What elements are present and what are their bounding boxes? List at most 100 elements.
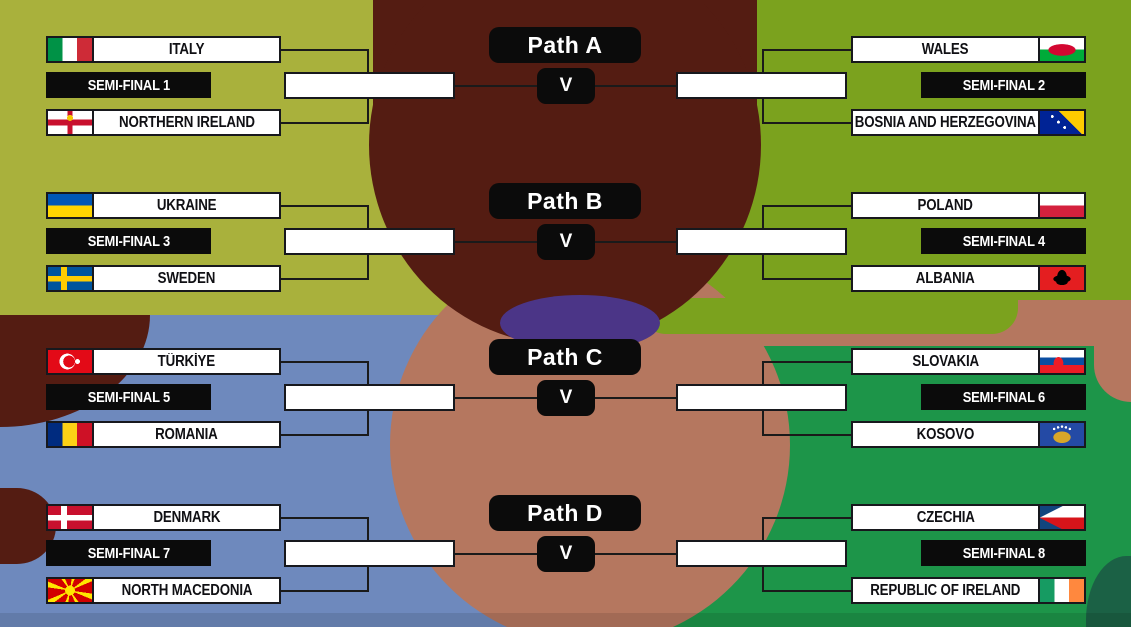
bottom-shade bbox=[0, 613, 1131, 627]
connector-line bbox=[762, 516, 852, 519]
northern-ireland-flag-icon bbox=[48, 111, 94, 134]
romania-flag-icon bbox=[48, 423, 94, 446]
connector-line bbox=[593, 552, 677, 555]
path-d-section: DENMARK SEMI-FINAL 7 NORTH MACEDONIA Pat… bbox=[0, 495, 1131, 614]
connector-line bbox=[279, 360, 369, 363]
team-box-kosovo: KOSOVO bbox=[851, 421, 1086, 448]
green-band bbox=[640, 298, 1018, 334]
ukraine-flag-icon bbox=[48, 194, 94, 217]
team-name: REPUBLIC OF IRELAND bbox=[870, 581, 1021, 599]
versus-badge: V bbox=[537, 68, 595, 104]
connector-line bbox=[762, 589, 852, 592]
slovakia-flag-icon bbox=[1038, 350, 1084, 373]
team-name: KOSOVO bbox=[916, 425, 975, 443]
connector-line bbox=[279, 433, 369, 436]
winner-slot bbox=[676, 540, 847, 567]
team-name: SWEDEN bbox=[157, 269, 216, 287]
team-box-denmark: DENMARK bbox=[46, 504, 281, 531]
team-name: ALBANIA bbox=[916, 269, 975, 287]
winner-slot bbox=[284, 72, 455, 99]
path-c-label: Path C bbox=[489, 339, 641, 375]
connector-line bbox=[762, 48, 852, 51]
team-box-czechia: CZECHIA bbox=[851, 504, 1086, 531]
connector-line bbox=[762, 277, 852, 280]
connector-line bbox=[593, 84, 677, 87]
team-name: WALES bbox=[922, 40, 969, 58]
connector-line bbox=[762, 204, 852, 207]
semi-final-1-label: SEMI-FINAL 1 bbox=[46, 72, 211, 98]
versus-badge: V bbox=[537, 536, 595, 572]
team-box-north-macedonia: NORTH MACEDONIA bbox=[46, 577, 281, 604]
connector-line bbox=[279, 204, 369, 207]
team-name: SLOVAKIA bbox=[912, 352, 979, 370]
semi-final-3-label: SEMI-FINAL 3 bbox=[46, 228, 211, 254]
connector-line bbox=[762, 121, 852, 124]
team-name: UKRAINE bbox=[156, 196, 217, 214]
semi-final-7-label: SEMI-FINAL 7 bbox=[46, 540, 211, 566]
versus-badge: V bbox=[537, 380, 595, 416]
team-box-bosnia-and-herzegovina: BOSNIA AND HERZEGOVINA bbox=[851, 109, 1086, 136]
connector-line bbox=[593, 396, 677, 399]
versus-badge: V bbox=[537, 224, 595, 260]
team-box-wales: WALES bbox=[851, 36, 1086, 63]
team-box-poland: POLAND bbox=[851, 192, 1086, 219]
connector-line bbox=[455, 240, 539, 243]
team-box-romania: ROMANIA bbox=[46, 421, 281, 448]
team-box-slovakia: SLOVAKIA bbox=[851, 348, 1086, 375]
team-name: BOSNIA AND HERZEGOVINA bbox=[854, 113, 1037, 131]
connector-line bbox=[279, 121, 369, 124]
denmark-flag-icon bbox=[48, 506, 94, 529]
team-name: POLAND bbox=[917, 196, 974, 214]
north-macedonia-flag-icon bbox=[48, 579, 94, 602]
team-box-northern-ireland: NORTHERN IRELAND bbox=[46, 109, 281, 136]
path-a-label: Path A bbox=[489, 27, 641, 63]
team-name: NORTHERN IRELAND bbox=[118, 113, 255, 131]
semi-final-6-label: SEMI-FINAL 6 bbox=[921, 384, 1086, 410]
bosnia-and-herzegovina-flag-icon bbox=[1038, 111, 1084, 134]
czechia-flag-icon bbox=[1038, 506, 1084, 529]
connector-line bbox=[762, 433, 852, 436]
italy-flag-icon bbox=[48, 38, 94, 61]
winner-slot bbox=[676, 72, 847, 99]
path-a-section: ITALY SEMI-FINAL 1 NORTHERN IRELAND Path… bbox=[0, 27, 1131, 146]
team-box-ukraine: UKRAINE bbox=[46, 192, 281, 219]
winner-slot bbox=[284, 384, 455, 411]
team-name: TÜRKİYE bbox=[157, 352, 216, 370]
connector-line bbox=[455, 84, 539, 87]
connector-line bbox=[279, 277, 369, 280]
team-name: CZECHIA bbox=[916, 508, 975, 526]
team-name: NORTH MACEDONIA bbox=[121, 581, 252, 599]
semi-final-5-label: SEMI-FINAL 5 bbox=[46, 384, 211, 410]
team-box-sweden: SWEDEN bbox=[46, 265, 281, 292]
semi-final-2-label: SEMI-FINAL 2 bbox=[921, 72, 1086, 98]
poland-flag-icon bbox=[1038, 194, 1084, 217]
wales-flag-icon bbox=[1038, 38, 1084, 61]
team-name: ROMANIA bbox=[155, 425, 218, 443]
semi-final-8-label: SEMI-FINAL 8 bbox=[921, 540, 1086, 566]
team-box-italy: ITALY bbox=[46, 36, 281, 63]
kosovo-flag-icon bbox=[1038, 423, 1084, 446]
team-box-turkiye: TÜRKİYE bbox=[46, 348, 281, 375]
connector-line bbox=[455, 396, 539, 399]
winner-slot bbox=[676, 384, 847, 411]
winner-slot bbox=[284, 540, 455, 567]
winner-slot bbox=[284, 228, 455, 255]
path-b-label: Path B bbox=[489, 183, 641, 219]
republic-of-ireland-flag-icon bbox=[1038, 579, 1084, 602]
connector-line bbox=[279, 516, 369, 519]
connector-line bbox=[279, 589, 369, 592]
path-b-section: UKRAINE SEMI-FINAL 3 SWEDEN Path B V POL… bbox=[0, 183, 1131, 302]
connector-line bbox=[455, 552, 539, 555]
team-name: DENMARK bbox=[153, 508, 220, 526]
connector-line bbox=[593, 240, 677, 243]
winner-slot bbox=[676, 228, 847, 255]
team-box-albania: ALBANIA bbox=[851, 265, 1086, 292]
semi-final-4-label: SEMI-FINAL 4 bbox=[921, 228, 1086, 254]
albania-flag-icon bbox=[1038, 267, 1084, 290]
team-box-republic-of-ireland: REPUBLIC OF IRELAND bbox=[851, 577, 1086, 604]
path-c-section: TÜRKİYE SEMI-FINAL 5 ROMANIA Path C V SL… bbox=[0, 339, 1131, 458]
connector-line bbox=[762, 360, 852, 363]
connector-line bbox=[279, 48, 369, 51]
path-d-label: Path D bbox=[489, 495, 641, 531]
